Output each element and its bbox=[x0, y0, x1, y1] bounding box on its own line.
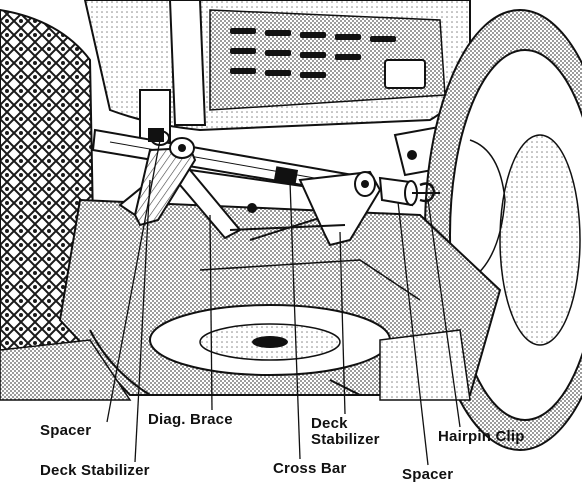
leader-lines bbox=[106, 139, 461, 466]
leader-spacer-right bbox=[397, 201, 429, 466]
label-hairpin-clip: Hairpin Clip bbox=[438, 428, 525, 445]
leader-deck-stabilizer-left bbox=[134, 179, 151, 463]
label-deck-stabilizer-right-line1: Deck bbox=[311, 415, 348, 432]
deck-stabilizer-right bbox=[229, 170, 382, 247]
lower-frame bbox=[0, 329, 471, 401]
leader-cross-bar bbox=[289, 181, 301, 460]
label-deck-stabilizer-right-line2: Stabilizer bbox=[311, 431, 380, 448]
deck-stabilizer-left bbox=[133, 137, 197, 227]
hairpin-clip bbox=[412, 182, 440, 203]
label-spacer-right: Spacer bbox=[402, 466, 454, 483]
mower-body bbox=[83, 0, 471, 177]
label-cross-bar: Cross Bar bbox=[273, 460, 347, 477]
label-deck-stabilizer-left: Deck Stabilizer bbox=[40, 462, 150, 479]
spacer-left bbox=[148, 128, 170, 146]
label-diag-brace: Diag. Brace bbox=[148, 411, 233, 428]
leader-spacer-left bbox=[106, 139, 161, 423]
label-spacer-left: Spacer bbox=[40, 422, 92, 439]
spacer-right bbox=[378, 176, 418, 207]
leader-hairpin-clip bbox=[427, 199, 461, 428]
leader-diag-brace bbox=[209, 214, 213, 411]
leader-deck-stabilizer-right bbox=[339, 231, 346, 415]
